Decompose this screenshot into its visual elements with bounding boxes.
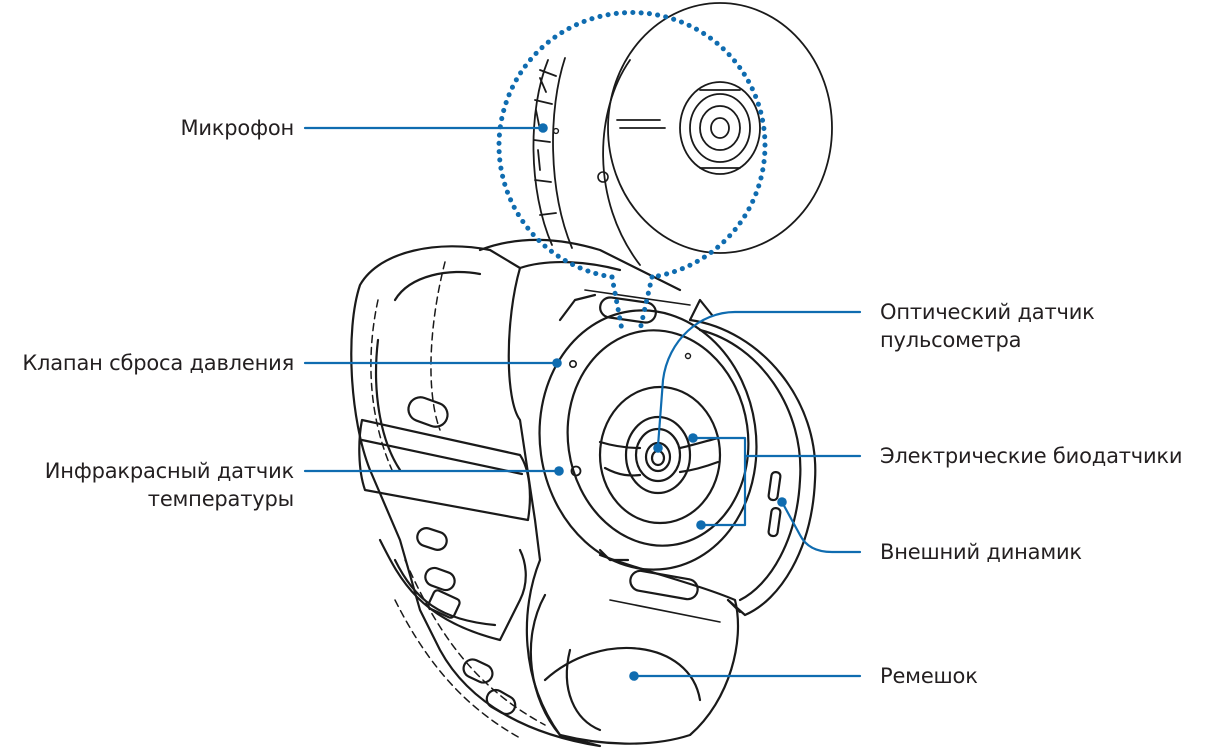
- zoom-detail: [533, 3, 832, 265]
- label-optical-hr-line2: пульсометра: [880, 326, 1021, 354]
- bio-sensor-dot-top: [688, 433, 698, 443]
- label-strap: Ремешок: [880, 662, 978, 690]
- optical-hr-leader: [658, 312, 860, 446]
- strap-dot: [629, 671, 639, 681]
- label-optical-hr-line1: Оптический датчик: [880, 298, 1095, 326]
- microphone-dot: [538, 123, 548, 133]
- pressure-valve-dot: [552, 358, 562, 368]
- leader-lines: [305, 128, 860, 676]
- label-ir-temp-line1: Инфракрасный датчик: [45, 457, 294, 485]
- lower-strap: [531, 555, 738, 744]
- label-microphone: Микрофон: [180, 114, 294, 142]
- label-bio-sensors: Электрические биодатчики: [880, 442, 1182, 470]
- optical-hr-dot: [653, 443, 663, 453]
- left-strap: [351, 246, 600, 746]
- speaker-dot: [777, 497, 787, 507]
- label-pressure-valve: Клапан сброса давления: [22, 349, 294, 377]
- zoom-circle: [499, 13, 765, 330]
- bio-sensor-dot-bottom: [696, 520, 706, 530]
- label-speaker: Внешний динамик: [880, 538, 1082, 566]
- ir-temp-dot: [554, 466, 564, 476]
- label-ir-temp-line2: температуры: [148, 485, 294, 513]
- speaker-leader: [782, 502, 860, 552]
